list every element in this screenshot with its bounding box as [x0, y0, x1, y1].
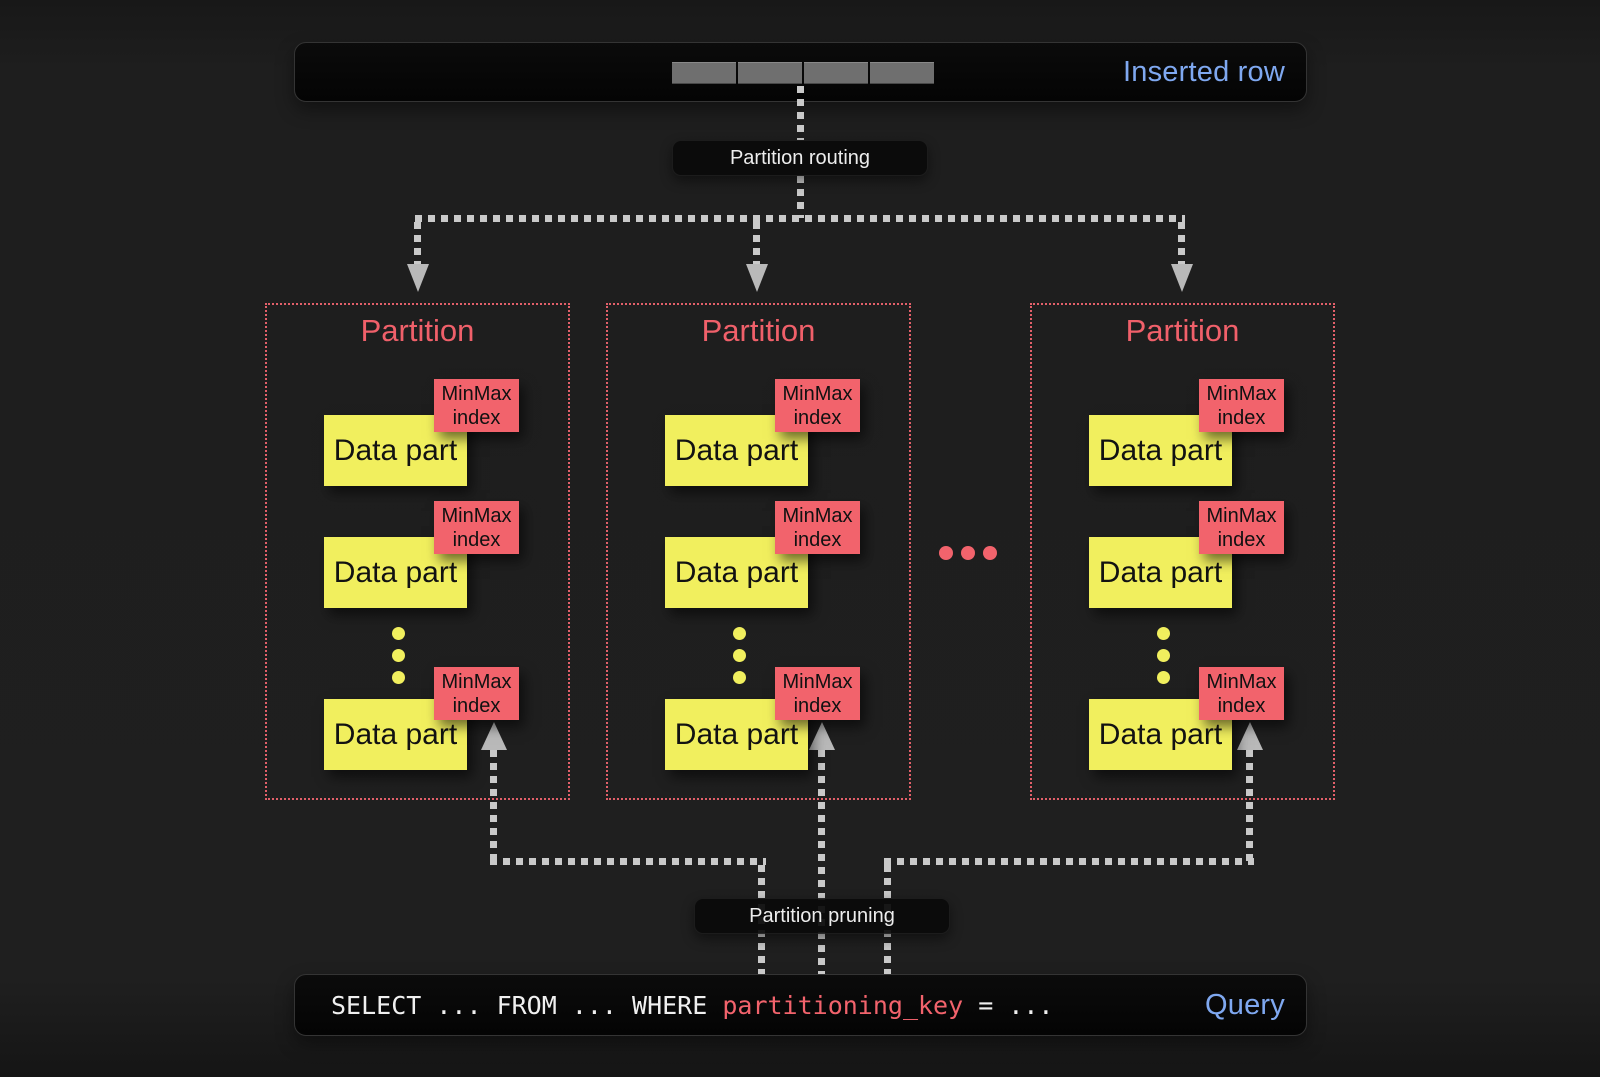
data-part-box: Data part	[1089, 415, 1232, 486]
inserted-row-label: Inserted row	[1123, 55, 1285, 88]
arrow-down-icon	[746, 264, 768, 292]
minmax-index-tag: MinMax index	[775, 379, 860, 432]
minmax-index-tag: MinMax index	[1199, 501, 1284, 554]
routing-drop-line-partition-2	[753, 222, 760, 266]
partition-pruning-label: Partition pruning	[694, 898, 950, 934]
more-parts-ellipsis	[1157, 627, 1170, 684]
pruning-elbow-line-left	[490, 858, 766, 865]
minmax-index-tag: MinMax index	[434, 667, 519, 720]
arrow-down-icon	[1171, 264, 1193, 292]
pruning-elbow-line-right	[884, 858, 1254, 865]
more-partitions-ellipsis	[939, 546, 997, 560]
query-label: Query	[1205, 988, 1285, 1021]
sql-query-text: SELECT ... FROM ... WHERE partitioning_k…	[331, 975, 1053, 1035]
routing-line-from-bar	[797, 86, 804, 140]
more-parts-ellipsis	[392, 627, 405, 684]
minmax-index-tag: MinMax index	[775, 667, 860, 720]
inserted-row-bar: Inserted row	[294, 42, 1307, 102]
pruning-line-up-partition-1	[490, 750, 497, 862]
query-bar: SELECT ... FROM ... WHERE partitioning_k…	[294, 974, 1307, 1036]
data-part-box: Data part	[324, 699, 467, 770]
minmax-index-tag: MinMax index	[434, 379, 519, 432]
partition-routing-label: Partition routing	[672, 140, 928, 176]
sql-select-clause: SELECT ... FROM ... WHERE	[331, 990, 723, 1020]
partition-title: Partition	[360, 313, 475, 348]
minmax-index-tag: MinMax index	[434, 501, 519, 554]
row-cell	[870, 62, 934, 84]
partition-title: Partition	[1125, 313, 1240, 348]
row-cell	[804, 62, 868, 84]
partition-box-3: Partition MinMax index Data part MinMax …	[1030, 303, 1335, 800]
arrow-up-icon	[809, 722, 835, 750]
minmax-index-tag: MinMax index	[775, 501, 860, 554]
partition-box-2: Partition MinMax index Data part MinMax …	[606, 303, 911, 800]
routing-distributor-line	[415, 215, 1185, 222]
sql-partitioning-key: partitioning_key	[722, 990, 964, 1020]
row-cell	[672, 62, 736, 84]
minmax-index-tag: MinMax index	[1199, 379, 1284, 432]
data-part-box: Data part	[324, 415, 467, 486]
more-parts-ellipsis	[733, 627, 746, 684]
partition-title: Partition	[701, 313, 816, 348]
arrow-up-icon	[1237, 722, 1263, 750]
row-cell	[738, 62, 802, 84]
pruning-line-up-partition-2	[818, 750, 825, 974]
arrow-down-icon	[407, 264, 429, 292]
routing-drop-line-partition-1	[414, 222, 421, 266]
minmax-index-tag: MinMax index	[1199, 667, 1284, 720]
arrow-up-icon	[481, 722, 507, 750]
pruning-line-up-partition-3	[1246, 750, 1253, 862]
routing-drop-line-partition-3	[1178, 222, 1185, 266]
inserted-row-cells	[672, 62, 934, 84]
sql-equals-clause: = ...	[963, 990, 1054, 1020]
partition-box-1: Partition MinMax index Data part MinMax …	[265, 303, 570, 800]
routing-line-to-distributor	[797, 176, 804, 218]
